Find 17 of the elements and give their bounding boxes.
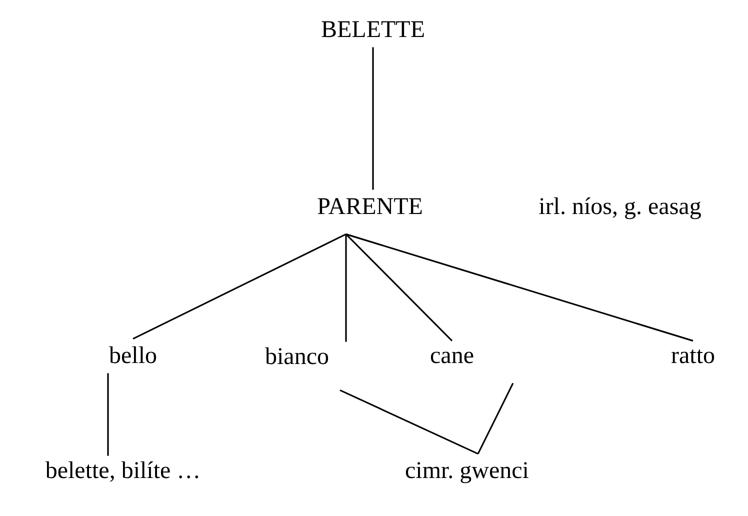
connector-line <box>372 47 374 190</box>
node-label: PARENTE <box>317 194 423 220</box>
node-label: cimr. gwenci <box>405 458 529 484</box>
node-label: belette, bilíte … <box>45 458 201 484</box>
gloss-text: irl. níos, g. easag <box>538 194 702 220</box>
node-label: cane <box>430 342 474 370</box>
node-label: bianco <box>265 344 329 370</box>
connector-line <box>345 234 347 342</box>
connector-line <box>346 233 694 342</box>
node-label: BELETTE <box>321 16 425 44</box>
connector-line <box>345 234 453 342</box>
connector-line <box>340 389 478 455</box>
node-label: bello <box>109 342 157 370</box>
connector-line <box>132 233 346 340</box>
node-label: ratto <box>671 342 715 370</box>
connector-line <box>477 382 514 454</box>
connector-line <box>107 373 109 456</box>
